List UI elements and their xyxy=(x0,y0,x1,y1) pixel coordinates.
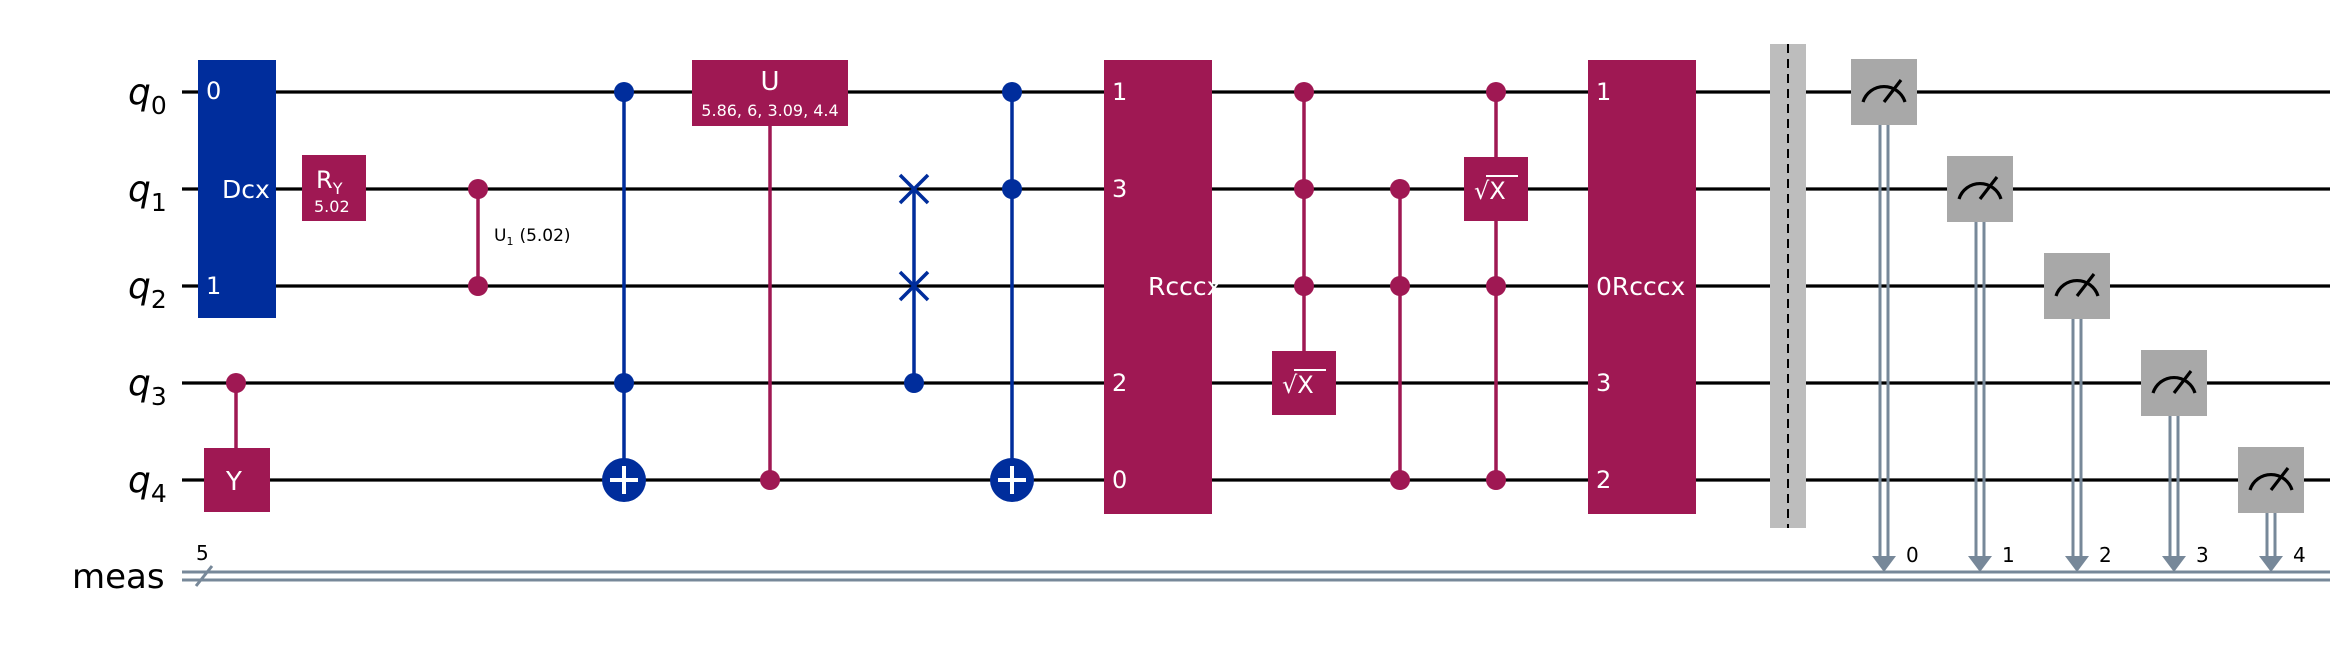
ccx1-control-dot-q0 xyxy=(614,82,634,102)
rcccx-gate-1: 1 3 Rcccx 2 0 xyxy=(1104,60,1221,514)
measure-arrow xyxy=(2259,556,2283,572)
measure-gate-q1: 1 xyxy=(1947,156,2015,572)
swap-x-q2 xyxy=(898,270,930,302)
meter-needle-icon xyxy=(2075,273,2096,297)
rcccx1-pin-q4: 0 xyxy=(1112,466,1127,494)
cu-control-dot-q4 xyxy=(760,470,780,490)
fredkin-gate xyxy=(898,173,930,393)
meter-icon xyxy=(1861,85,1907,103)
measure-arrow xyxy=(1968,556,1992,572)
qubit-label-q3: q3 xyxy=(128,363,167,411)
meter-needle-icon xyxy=(1882,79,1903,103)
csx2-control-dot-q4 xyxy=(1486,470,1506,490)
dcx-gate: 0 Dcx 1 xyxy=(198,60,276,318)
cu1-gate: U1(5.02) xyxy=(468,179,571,296)
dcx-pin-top: 0 xyxy=(206,77,221,105)
toffoli-gate-2 xyxy=(990,82,1034,502)
cy-control-dot xyxy=(226,373,246,393)
measure-arrow xyxy=(1872,556,1896,572)
rcccx1-pin-q1: 3 xyxy=(1112,175,1127,203)
rcccx2-pin-q4: 2 xyxy=(1596,466,1611,494)
ccx2-control-dot-q0 xyxy=(1002,82,1022,102)
meter-icon xyxy=(2151,376,2197,394)
rcccx1-pin-q3: 2 xyxy=(1112,369,1127,397)
controlled-sx-gate-2: √X xyxy=(1464,82,1528,490)
csx1-control-dot-q2 xyxy=(1294,276,1314,296)
mcz-dot-q4 xyxy=(1390,470,1410,490)
measure-bit-label-0: 0 xyxy=(1906,543,1919,567)
ry-param: 5.02 xyxy=(314,197,350,216)
measure-gate-q2: 2 xyxy=(2044,253,2112,572)
controlled-y-gate: Y xyxy=(204,373,270,512)
csx2-control-dot-q0 xyxy=(1486,82,1506,102)
meter-icon xyxy=(2248,473,2294,491)
measure-bit-label-1: 1 xyxy=(2002,543,2015,567)
dcx-label: Dcx xyxy=(222,175,270,204)
qubit-wires xyxy=(182,90,2330,482)
ccx1-control-dot-q3 xyxy=(614,373,634,393)
rcccx2-pin-q0: 1 xyxy=(1596,78,1611,106)
cu1-control-dot-q2 xyxy=(468,276,488,296)
rcccx2-label: 0Rcccx xyxy=(1596,272,1685,301)
swap-x-q1 xyxy=(898,173,930,205)
bus-width-label: 5 xyxy=(196,541,209,565)
meter-icon xyxy=(1957,182,2003,200)
meter-needle-icon xyxy=(1978,176,1999,200)
multi-control-z xyxy=(1390,179,1410,490)
svg-text:RY: RY xyxy=(316,166,343,198)
measure-gate-q3: 3 xyxy=(2141,350,2209,572)
meter-needle-icon xyxy=(2269,467,2290,491)
rcccx1-label: Rcccx xyxy=(1148,272,1221,301)
qubit-label-q2: q2 xyxy=(128,266,167,314)
sx1-label: √X xyxy=(1282,371,1314,399)
u-params: 5.86, 6, 3.09, 4.4 xyxy=(701,101,838,120)
qubit-label-q0: q0 xyxy=(128,72,167,120)
measure-arrow xyxy=(2162,556,2186,572)
mcz-dot-q1 xyxy=(1390,179,1410,199)
sx2-label: √X xyxy=(1474,177,1506,205)
csx2-control-dot-q2 xyxy=(1486,276,1506,296)
cu1-control-dot-q1 xyxy=(468,179,488,199)
measure-gate-q4: 4 xyxy=(2238,447,2306,572)
measure-bit-label-4: 4 xyxy=(2293,543,2306,567)
ccx2-control-dot-q1 xyxy=(1002,179,1022,199)
rcccx1-pin-q0: 1 xyxy=(1112,78,1127,106)
measurements: 0 1 2 3 4 xyxy=(1851,59,2306,572)
toffoli-gate-1 xyxy=(602,82,646,502)
barrier xyxy=(1770,44,1806,528)
rcccx2-pin-q3: 3 xyxy=(1596,369,1611,397)
dcx-pin-bottom: 1 xyxy=(206,272,221,300)
controlled-u-gate: U 5.86, 6, 3.09, 4.4 xyxy=(692,60,848,490)
cswap-control-dot-q3 xyxy=(904,373,924,393)
cu1-label: U1(5.02) xyxy=(494,226,571,248)
meter-icon xyxy=(2054,279,2100,297)
bus-slash xyxy=(194,565,214,587)
classical-wire: 5 xyxy=(182,541,2330,587)
qubit-labels: q0 q1 q2 q3 q4 meas xyxy=(72,72,167,597)
classical-register-label: meas xyxy=(72,557,165,597)
measure-gate-q0: 0 xyxy=(1851,59,1919,572)
u-label: U xyxy=(760,67,779,97)
measure-bit-label-3: 3 xyxy=(2196,543,2209,567)
measure-arrow xyxy=(2065,556,2089,572)
rcccx-gate-2: 1 0Rcccx 3 2 xyxy=(1588,60,1696,514)
meter-needle-icon xyxy=(2172,370,2193,394)
mcz-dot-q2 xyxy=(1390,276,1410,296)
measure-bit-label-2: 2 xyxy=(2099,543,2112,567)
csx1-control-dot-q0 xyxy=(1294,82,1314,102)
qubit-label-q1: q1 xyxy=(128,169,167,217)
controlled-sx-gate-1: √X xyxy=(1272,82,1336,415)
y-label: Y xyxy=(225,467,242,497)
qubit-label-q4: q4 xyxy=(128,460,167,508)
ry-gate: RY 5.02 xyxy=(302,155,366,221)
csx1-control-dot-q1 xyxy=(1294,179,1314,199)
